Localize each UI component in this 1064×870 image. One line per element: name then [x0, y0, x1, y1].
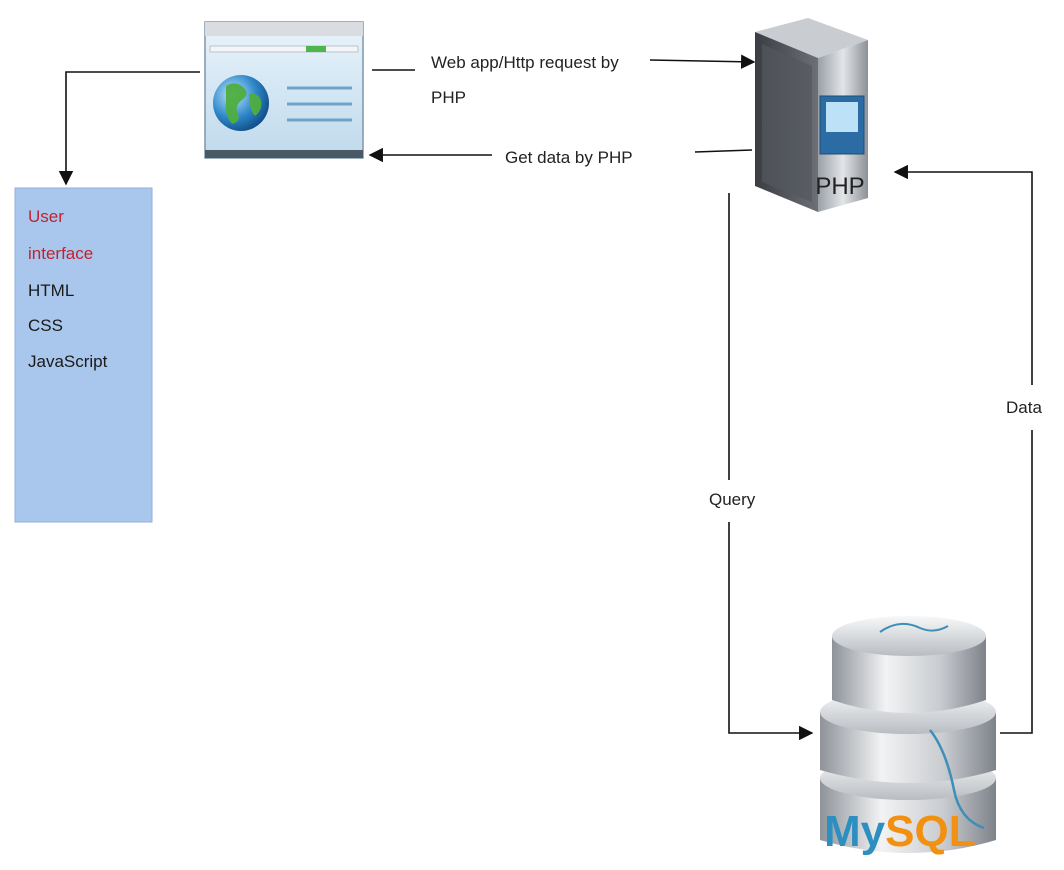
- arrow-request-to-server: [649, 54, 756, 69]
- ui-item-css: CSS: [28, 316, 63, 335]
- ui-title-line1: User: [28, 207, 64, 226]
- arrow-query-to-db: [728, 522, 814, 741]
- label-request-line1: Web app/Http request by: [431, 53, 619, 72]
- ui-item-javascript: JavaScript: [28, 352, 108, 371]
- mysql-logo-text: MySQL: [824, 807, 976, 856]
- globe-icon: [213, 75, 269, 131]
- data-line-bottom: [1000, 430, 1033, 734]
- label-data: Data: [1006, 398, 1042, 417]
- get-data-line-start: [694, 149, 753, 153]
- label-request-line2: PHP: [431, 88, 466, 107]
- arrow-browser-to-ui: [58, 71, 200, 186]
- mysql-database-icon: MySQL: [820, 616, 996, 856]
- user-interface-box: User interface HTML CSS JavaScript: [14, 187, 153, 523]
- label-get-data: Get data by PHP: [505, 148, 633, 167]
- label-query: Query: [709, 490, 756, 509]
- php-server-icon: PHP: [755, 18, 868, 212]
- ui-item-html: HTML: [28, 281, 74, 300]
- arrow-data-to-server: [893, 164, 1033, 385]
- php-label: PHP: [815, 173, 864, 200]
- browser-window-icon: [204, 21, 364, 159]
- ui-title-line2: interface: [28, 244, 93, 263]
